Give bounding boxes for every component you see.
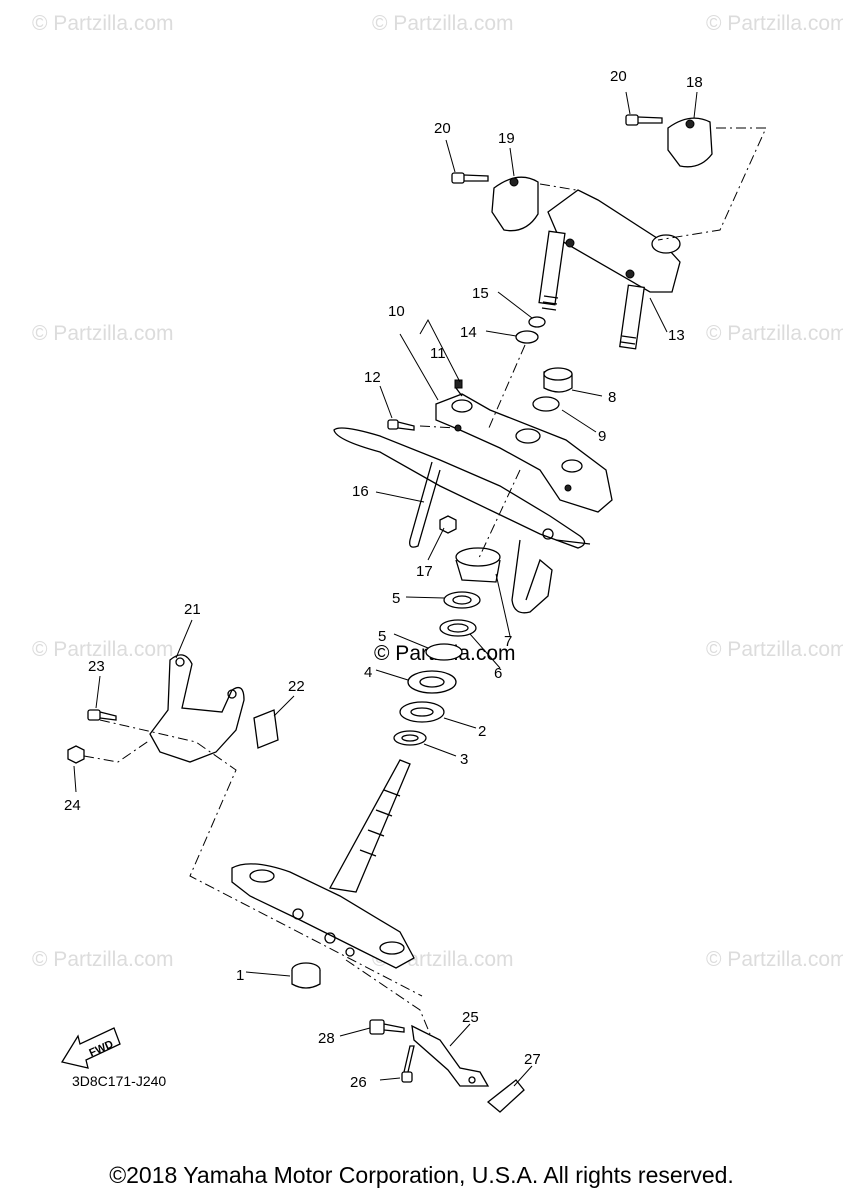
bearing-cover-part-4	[407, 670, 457, 694]
watermark: © Partzilla.com	[372, 12, 514, 35]
cable-guide-part-16	[333, 427, 591, 614]
watermark: © Partzilla.com	[32, 322, 174, 345]
bearing-part-2	[399, 701, 445, 723]
callout-10: 10	[388, 303, 405, 320]
watermark: © Partzilla.com	[32, 12, 174, 35]
assembly-lines	[83, 127, 767, 1035]
watermark: © Partzilla.com	[32, 638, 174, 661]
nut-part-8	[543, 367, 573, 393]
callout-12: 12	[364, 369, 381, 386]
bracket-part-21	[149, 654, 245, 763]
callout-22: 22	[288, 678, 305, 695]
callout-1: 1	[236, 967, 244, 984]
bolt-part-28	[369, 1019, 405, 1035]
watermark: © Partzilla.com	[706, 322, 843, 345]
callout-16: 16	[352, 483, 369, 500]
callout-8: 8	[608, 389, 616, 406]
washer-part-15	[528, 316, 546, 328]
seal-part-3	[393, 730, 427, 746]
callout-7: 7	[504, 633, 512, 650]
watermark: © Partzilla.com	[32, 948, 174, 971]
callout-13: 13	[668, 327, 685, 344]
watermark: © Partzilla.com	[706, 948, 843, 971]
stay-part-25	[411, 1024, 490, 1087]
callout-2: 2	[478, 723, 486, 740]
callout-25: 25	[462, 1009, 479, 1026]
watermark-layer: © Partzilla.com © Partzilla.com © Partzi…	[32, 12, 843, 971]
callout-4: 4	[364, 664, 372, 681]
callout-26: 26	[350, 1074, 367, 1091]
pad-part-22	[253, 709, 279, 749]
bolt-part-11	[454, 379, 463, 397]
bolt-part-12	[387, 419, 415, 431]
watermark: © Partzilla.com	[706, 12, 843, 35]
bolt-part-23	[87, 709, 117, 721]
callout-18: 18	[686, 74, 703, 91]
bolt-part-26	[401, 1045, 415, 1083]
callout-5: 5	[392, 590, 400, 607]
callout-21: 21	[184, 601, 201, 618]
leader-lines	[73, 91, 698, 1087]
callout-labels: 1 2 3 4 5 5 6 7 8 9 10 11 12 13 14 15 16…	[64, 68, 703, 1091]
ring-nut-part-5	[425, 643, 463, 661]
callout-20: 20	[610, 68, 627, 85]
callout-5-lower: 5	[378, 628, 386, 645]
callout-28: 28	[318, 1030, 335, 1047]
ring-nut-part-5	[443, 591, 481, 609]
nut-part-24	[67, 745, 85, 764]
fwd-arrow-icon: FWD	[60, 1027, 121, 1069]
callout-19: 19	[498, 130, 515, 147]
callout-11: 11	[430, 345, 446, 362]
washer-part-14	[515, 330, 539, 344]
upper-clamp-part-18	[667, 117, 713, 168]
washer-part-9	[532, 396, 560, 412]
callout-9: 9	[598, 428, 606, 445]
callout-6: 6	[494, 665, 502, 682]
cover-part-7	[455, 547, 501, 583]
upper-bracket-part-10	[435, 393, 613, 513]
bolt-part-20	[625, 114, 663, 126]
handlebar-holder-part-13	[538, 189, 681, 350]
callout-24: 24	[64, 797, 81, 814]
upper-clamp-part-19	[491, 176, 539, 232]
callout-20-left: 20	[434, 120, 451, 137]
under-bracket	[231, 759, 415, 969]
watermark: © Partzilla.com	[706, 638, 843, 661]
callout-27: 27	[524, 1051, 541, 1068]
callout-3: 3	[460, 751, 468, 768]
cover-part-27	[486, 1079, 525, 1113]
washer-part-6	[439, 619, 477, 637]
callout-14: 14	[460, 324, 477, 341]
copyright-notice: ©2018 Yamaha Motor Corporation, U.S.A. A…	[109, 1162, 734, 1188]
callout-15: 15	[472, 285, 489, 302]
callout-17: 17	[416, 563, 433, 580]
collar-part-1	[291, 962, 321, 989]
bolt-part-20	[451, 172, 489, 184]
diagram-code: 3D8C171-J240	[72, 1073, 166, 1089]
callout-23: 23	[88, 658, 105, 675]
